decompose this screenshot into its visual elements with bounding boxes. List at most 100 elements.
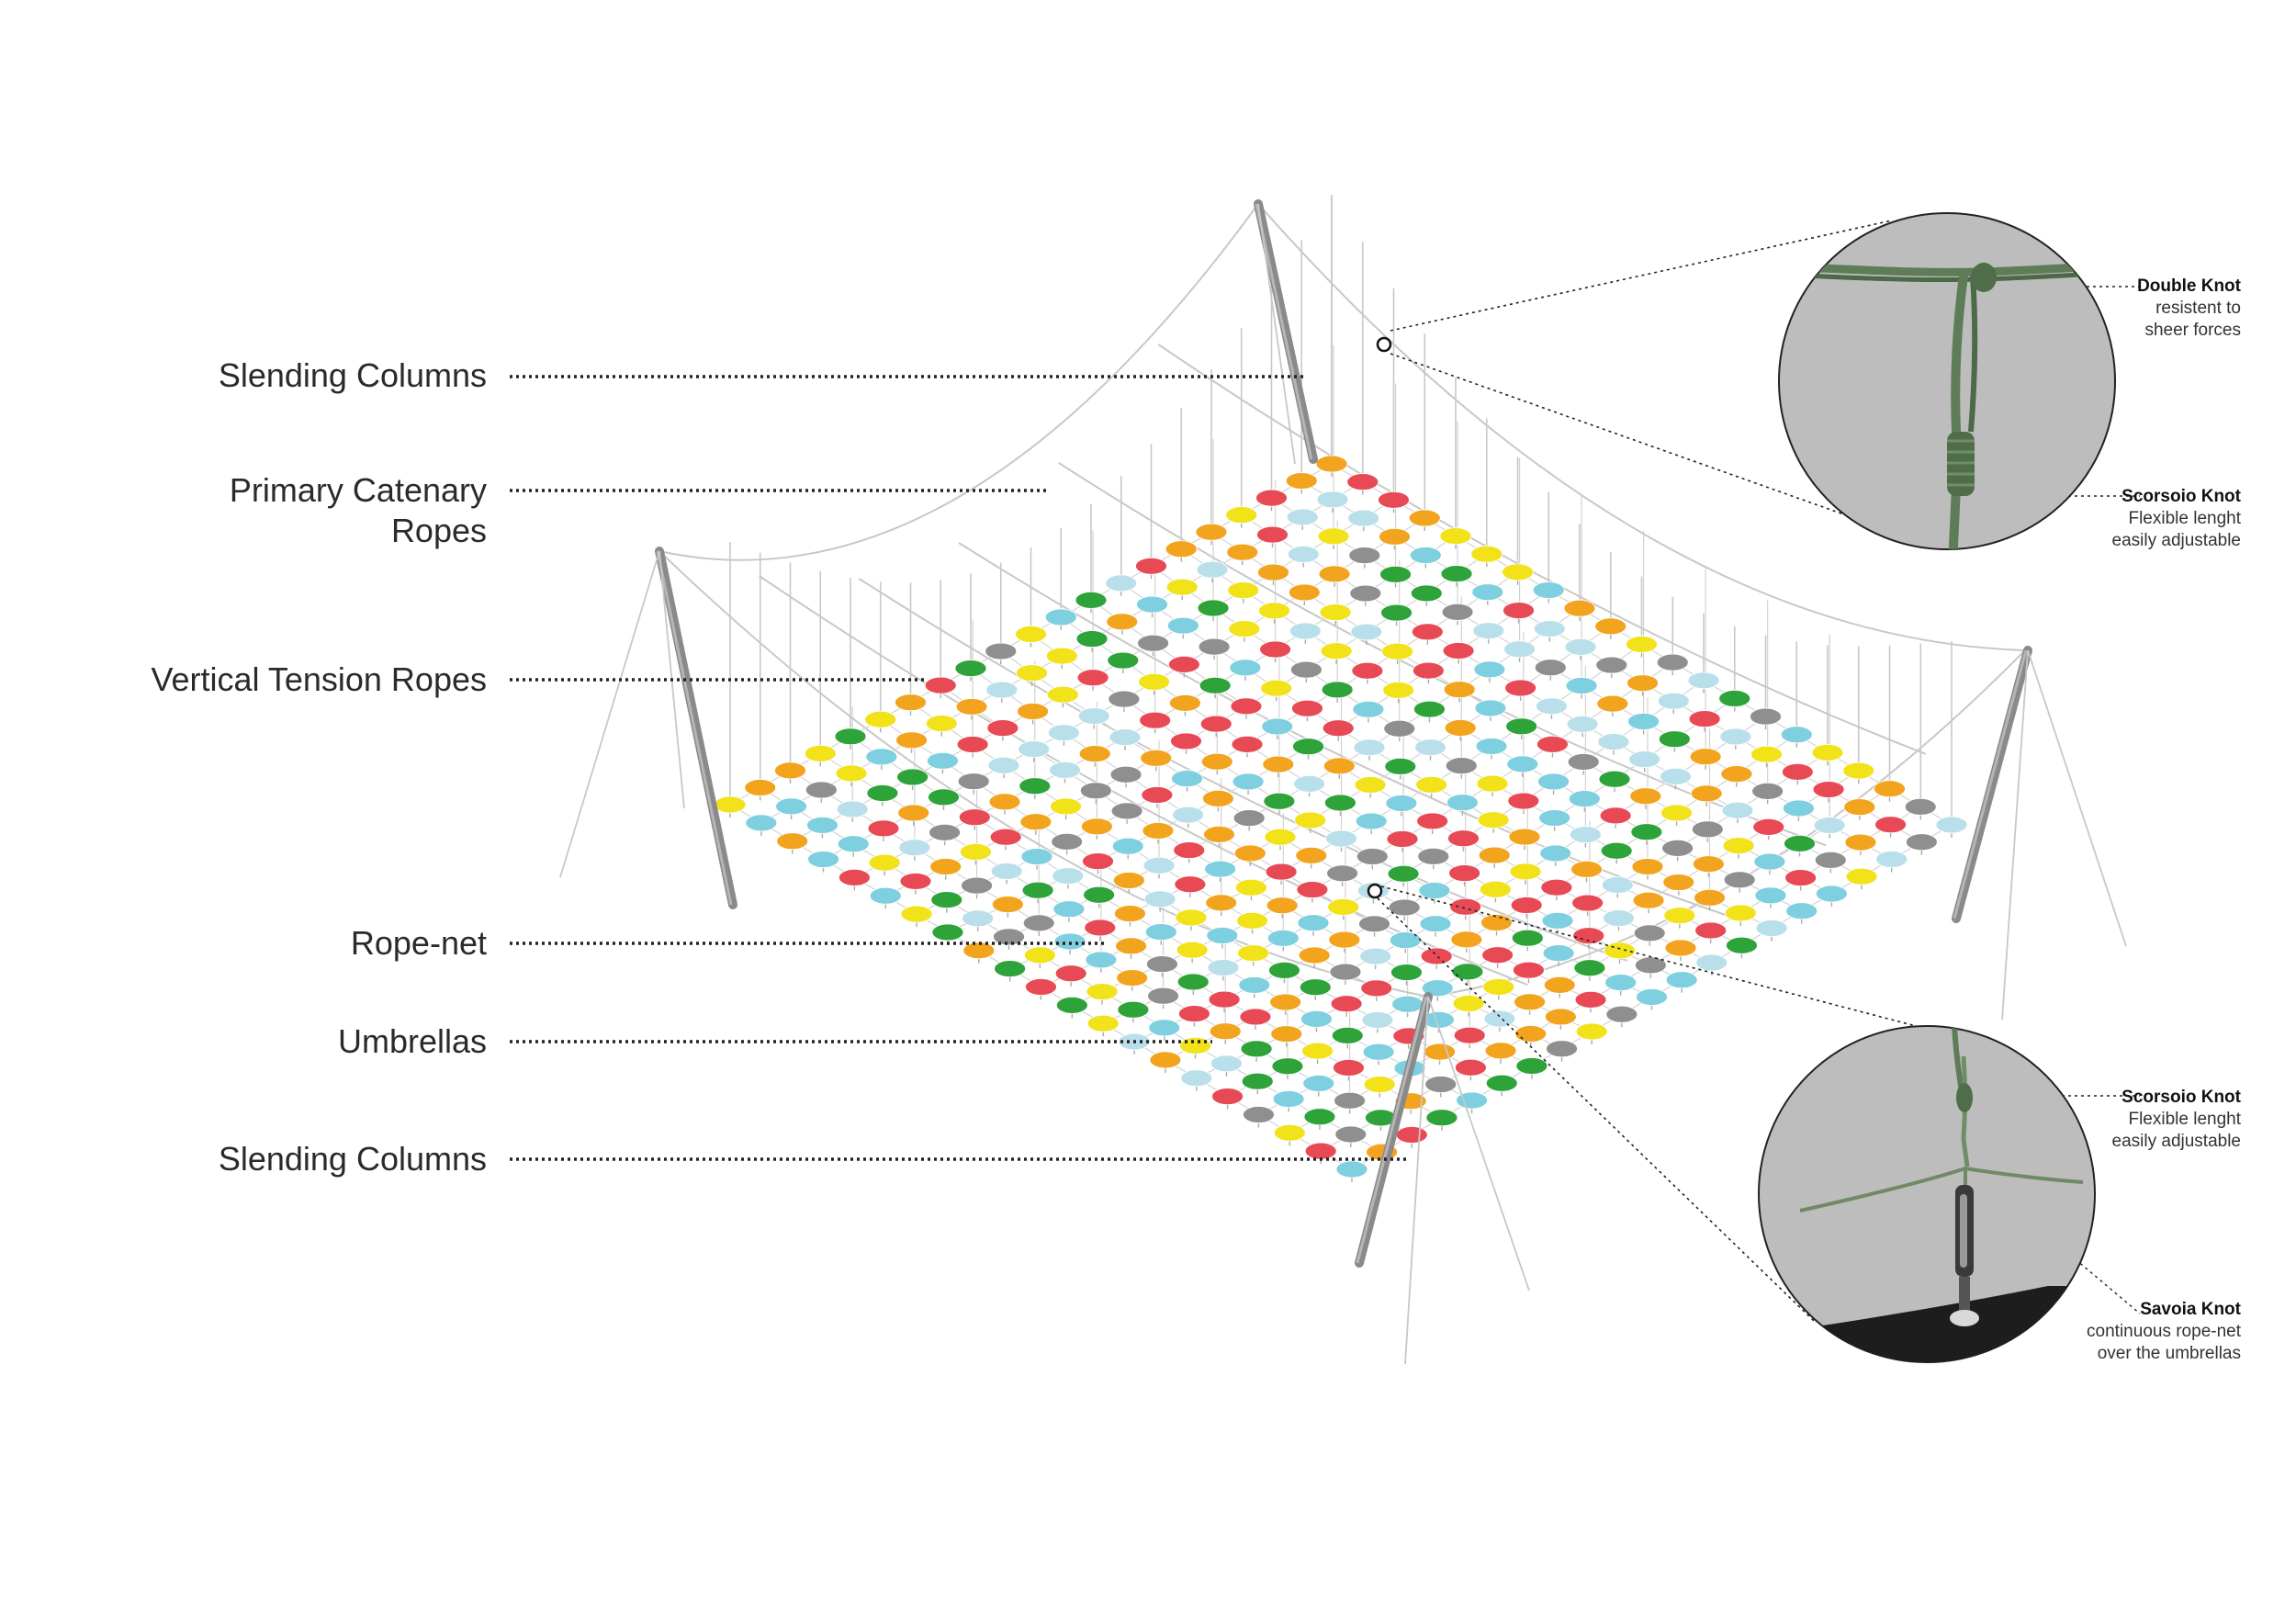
- umbrella: [1198, 637, 1231, 660]
- label-slending-columns-bottom: Slending Columns: [218, 1140, 487, 1178]
- umbrella-canopy: [1044, 608, 1077, 626]
- umbrella: [867, 819, 900, 841]
- umbrella: [994, 960, 1027, 982]
- umbrella: [869, 886, 902, 909]
- umbrella: [1565, 677, 1598, 699]
- umbrella-canopy: [1536, 697, 1568, 716]
- umbrella-canopy: [1722, 837, 1755, 855]
- umbrella-canopy: [1595, 656, 1628, 674]
- umbrella: [1292, 738, 1324, 760]
- umbrella-canopy: [1285, 472, 1318, 490]
- umbrella: [1784, 869, 1818, 891]
- umbrella-canopy: [1209, 1022, 1242, 1041]
- umbrella-canopy: [1075, 630, 1109, 648]
- umbrella-canopy: [1352, 700, 1385, 718]
- umbrella-canopy: [1319, 603, 1352, 621]
- umbrella: [1334, 1091, 1367, 1114]
- umbrella: [1409, 547, 1442, 569]
- umbrella-canopy: [1334, 1125, 1367, 1144]
- umbrella-canopy: [994, 960, 1027, 978]
- umbrella-canopy: [1484, 1042, 1517, 1060]
- umbrella-canopy: [1232, 809, 1266, 828]
- umbrella: [987, 756, 1020, 779]
- umbrella-canopy: [1694, 921, 1728, 940]
- umbrella: [1754, 886, 1787, 908]
- umbrella: [1694, 921, 1728, 944]
- umbrella-canopy: [1086, 983, 1119, 1000]
- umbrella: [835, 764, 868, 786]
- umbrella-canopy: [806, 816, 838, 834]
- umbrella: [1050, 797, 1082, 819]
- umbrella-canopy: [1537, 773, 1570, 791]
- umbrella-canopy: [1346, 473, 1379, 491]
- umbrella-canopy: [1322, 757, 1356, 775]
- umbrella-canopy: [1052, 867, 1085, 885]
- umbrella: [1229, 659, 1262, 681]
- umbrella: [1362, 1043, 1395, 1066]
- umbrella-canopy: [1604, 942, 1636, 960]
- umbrella-canopy: [745, 814, 778, 832]
- umbrella: [1195, 523, 1228, 546]
- umbrella: [1296, 881, 1329, 903]
- label-primary-catenary-line2: Ropes: [390, 512, 487, 549]
- umbrella-canopy: [986, 719, 1019, 737]
- umbrella: [961, 876, 993, 899]
- umbrella-canopy: [1567, 753, 1600, 771]
- umbrella-canopy: [1350, 623, 1383, 641]
- umbrella: [1633, 924, 1666, 946]
- umbrella-canopy: [1270, 1025, 1303, 1043]
- umbrella: [955, 698, 988, 720]
- umbrella-canopy: [1076, 669, 1109, 687]
- umbrella-canopy: [1316, 491, 1349, 509]
- umbrella: [1785, 902, 1818, 924]
- umbrella-canopy: [1750, 707, 1782, 726]
- umbrella-canopy: [962, 909, 995, 928]
- umbrella-canopy: [1165, 540, 1198, 558]
- leader-detail-top-upper: [1390, 220, 1893, 332]
- umbrella-canopy: [1023, 946, 1056, 964]
- umbrella-canopy: [1288, 583, 1321, 602]
- guy-rope: [1427, 996, 1530, 1291]
- umbrella-canopy: [1018, 740, 1051, 759]
- umbrella: [1237, 944, 1270, 966]
- umbrella: [1874, 816, 1907, 838]
- umbrella-canopy: [1203, 825, 1235, 843]
- umbrella: [1231, 735, 1264, 758]
- umbrella-canopy: [1690, 784, 1723, 803]
- umbrella: [1660, 804, 1693, 826]
- umbrella-canopy: [1661, 839, 1694, 857]
- umbrella: [1260, 679, 1293, 702]
- umbrella: [1205, 894, 1238, 916]
- umbrella-canopy: [1225, 506, 1258, 524]
- umbrella-canopy: [1502, 563, 1534, 581]
- umbrella-canopy: [1503, 602, 1535, 620]
- umbrella-canopy: [774, 761, 806, 780]
- umbrella: [1207, 959, 1240, 981]
- umbrella-canopy: [1565, 677, 1598, 694]
- umbrella-canopy: [1845, 867, 1878, 885]
- umbrella: [1200, 752, 1233, 775]
- umbrella-canopy: [1349, 584, 1382, 603]
- umbrella: [1750, 707, 1782, 730]
- umbrella-canopy: [1477, 811, 1510, 829]
- umbrella-canopy: [1206, 927, 1239, 944]
- umbrella: [1170, 732, 1202, 754]
- umbrella: [1328, 930, 1361, 953]
- scorsoio-top-line1: Flexible lenght: [2128, 509, 2241, 528]
- umbrella-canopy: [1658, 730, 1691, 749]
- umbrella-canopy: [1563, 599, 1596, 617]
- umbrella: [1470, 545, 1503, 568]
- marker-bottom: [1367, 883, 1383, 899]
- umbrella-canopy: [1628, 750, 1661, 769]
- scorsoio-bottom-line1: Flexible lenght: [2128, 1110, 2241, 1129]
- leader-lines: [510, 220, 2141, 1322]
- umbrella: [1208, 990, 1241, 1013]
- umbrella-canopy: [866, 784, 899, 802]
- umbrella: [1693, 855, 1725, 877]
- umbrella: [1379, 565, 1412, 588]
- umbrella: [1166, 616, 1199, 639]
- umbrella: [1476, 774, 1509, 797]
- column-back: [1254, 199, 1318, 464]
- umbrella: [1266, 897, 1299, 919]
- umbrella: [895, 731, 928, 753]
